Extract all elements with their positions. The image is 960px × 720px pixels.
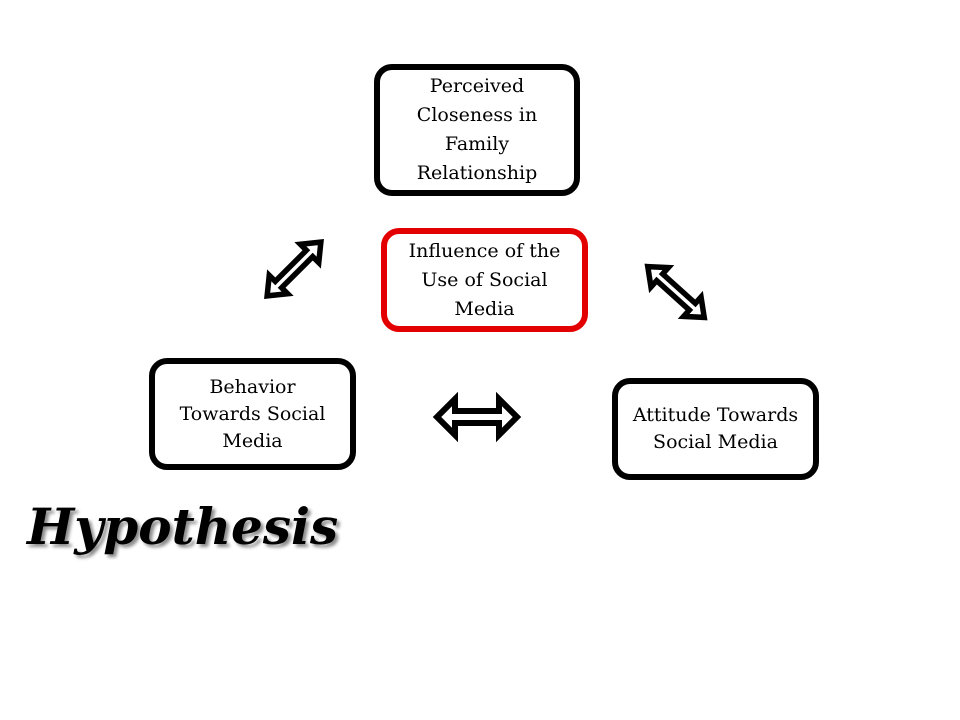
node-behavior-towards-social-media: Behavior Towards Social Media xyxy=(149,358,356,470)
node-attitude-towards-social-media-label: Attitude Towards Social Media xyxy=(632,404,799,453)
node-perceived-closeness-label: Perceived Closeness in Family Relationsh… xyxy=(416,75,538,184)
double-arrow-behavior-attitude xyxy=(432,391,522,443)
double-arrow-behavior-closeness xyxy=(264,239,324,299)
node-influence-of-social-media-label: Influence of the Use of Social Media xyxy=(408,239,561,320)
node-attitude-towards-social-media: Attitude Towards Social Media xyxy=(612,378,819,480)
node-perceived-closeness: Perceived Closeness in Family Relationsh… xyxy=(374,64,580,196)
node-behavior-towards-social-media-label: Behavior Towards Social Media xyxy=(179,375,326,452)
slide-title: Hypothesis xyxy=(27,497,339,556)
double-arrow-closeness-attitude xyxy=(644,263,708,321)
node-influence-of-social-media: Influence of the Use of Social Media xyxy=(381,228,588,332)
